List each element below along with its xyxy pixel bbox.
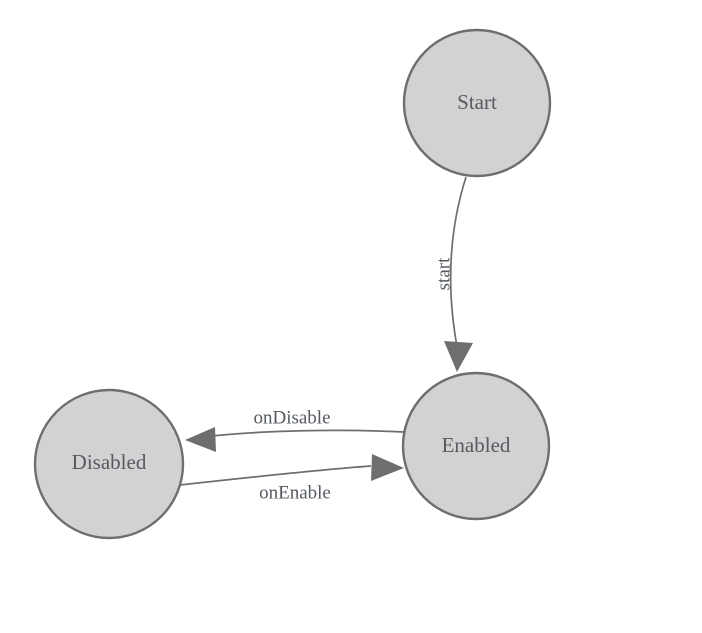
edge-path-on-disable [201,429,405,438]
edge-enabled-to-disabled[interactable]: onDisable [185,407,405,452]
edge-label-start: start [433,257,454,290]
state-node-enabled[interactable]: Enabled [401,371,551,521]
state-node-disabled-circle [33,388,185,540]
state-node-disabled[interactable]: Disabled [33,388,185,540]
state-node-start-circle [402,28,552,178]
arrowhead-icon-on-enable [371,454,404,481]
edge-disabled-to-enabled[interactable]: onEnable [179,454,404,503]
edge-path-on-enable [179,465,372,486]
edge-label-on-enable: onEnable [259,482,331,503]
state-node-disabled-label: Disabled [72,450,147,474]
state-node-enabled-label: Enabled [442,433,511,457]
edge-path-start [449,176,467,353]
edge-start-to-enabled[interactable]: start [433,176,473,372]
arrowhead-icon-on-disable [185,427,216,452]
state-node-enabled-circle [401,371,551,521]
state-node-start-label: Start [457,90,497,114]
arrowhead-icon-start [444,341,473,372]
edge-label-on-disable: onDisable [253,407,330,428]
state-node-start[interactable]: Start [402,28,552,178]
